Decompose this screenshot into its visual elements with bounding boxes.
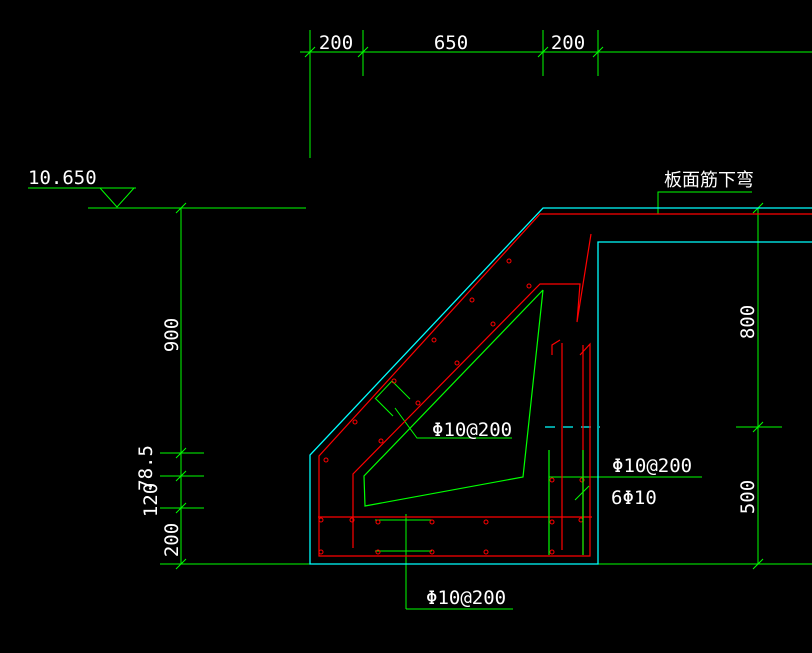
- rebar-mid-label: Φ10@200: [432, 419, 512, 441]
- inner-triangle: [363, 289, 584, 555]
- dim-right-800: 800: [737, 305, 759, 339]
- rebar-bottom-label: Φ10@200: [426, 587, 506, 609]
- concrete-outline: [309, 207, 812, 565]
- dim-top-mid: 650: [434, 32, 468, 54]
- rebar-dots: [318, 258, 585, 555]
- rebar-longitudinal-label: 6Φ10: [611, 487, 657, 509]
- dim-left-900: 900: [161, 318, 183, 352]
- dim-left-200: 200: [161, 523, 183, 557]
- dimension-lines: [28, 30, 812, 610]
- dim-top-left: 200: [319, 32, 353, 54]
- dim-left-78-5: 78.5: [135, 445, 157, 491]
- dim-left-120: 120: [140, 483, 162, 517]
- rebar-right-label: Φ10@200: [612, 455, 692, 477]
- elevation-label: 10.650: [28, 167, 97, 189]
- dim-top-right: 200: [551, 32, 585, 54]
- dim-right-500: 500: [737, 480, 759, 514]
- slab-bend-label: 板面筋下弯: [664, 170, 754, 191]
